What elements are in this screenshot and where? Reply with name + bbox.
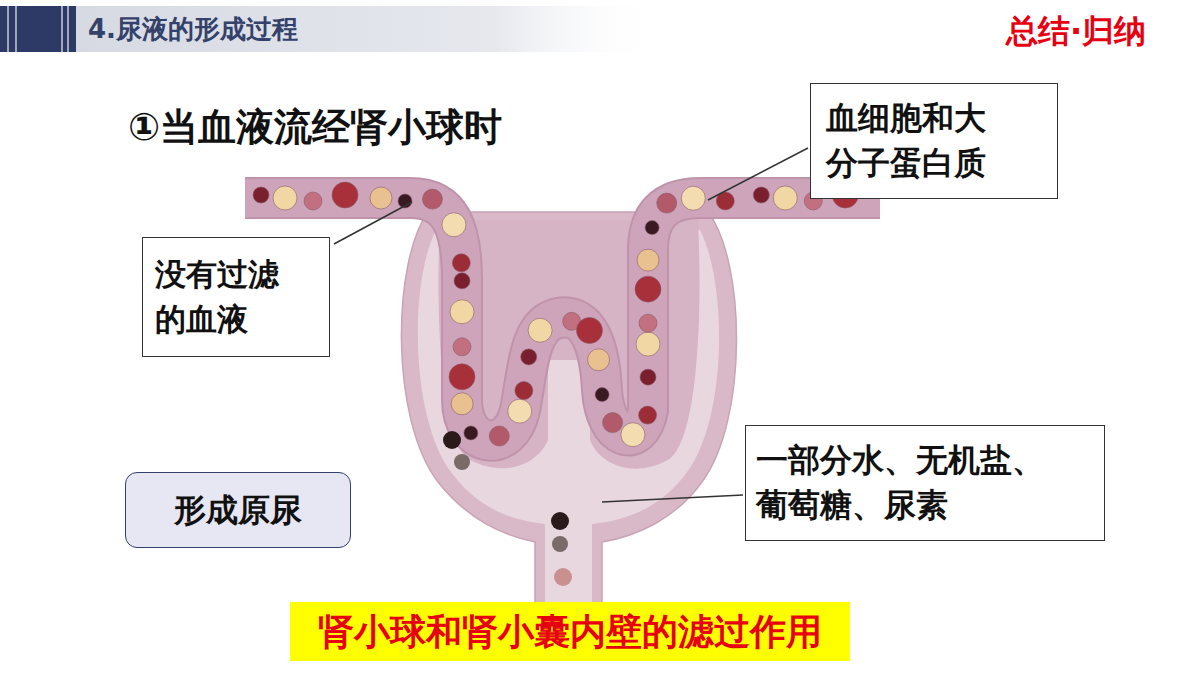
result-box: 形成原尿 <box>125 472 351 548</box>
blood-vessel <box>245 198 880 441</box>
header-block <box>0 6 76 52</box>
blood-cell <box>332 182 358 208</box>
callout-box: 血细胞和大分子蛋白质 <box>810 83 1058 199</box>
callout-box: 没有过滤的血液 <box>142 237 330 357</box>
blood-cell <box>528 318 552 342</box>
blood-cells <box>253 182 858 447</box>
blood-cell <box>639 314 657 332</box>
blood-cell <box>639 406 657 424</box>
header-stripes <box>8 6 68 52</box>
blood-cell <box>621 423 645 447</box>
blood-vessel-edge <box>245 198 880 441</box>
blood-cell <box>635 276 661 302</box>
blood-cell <box>453 338 471 356</box>
blood-cell <box>422 189 442 209</box>
blood-cell <box>442 213 466 237</box>
blood-cell <box>521 349 537 365</box>
section-tag: 总结·归纳 <box>1006 10 1146 54</box>
blood-cell <box>603 413 623 433</box>
blood-cell <box>489 426 509 446</box>
blood-cell <box>253 187 269 203</box>
blood-cell <box>588 349 610 371</box>
blood-cell <box>640 369 656 385</box>
blood-cell <box>595 388 609 402</box>
blood-cell <box>370 187 392 209</box>
blood-cell <box>451 393 473 415</box>
blood-cell <box>454 273 470 289</box>
blood-cell <box>657 193 677 213</box>
blood-cell <box>637 249 659 271</box>
box-text: 没有过滤的血液 <box>155 252 301 342</box>
blood-cell <box>515 382 533 400</box>
filtrate-particles <box>443 431 572 586</box>
callout-box: 一部分水、无机盐、葡萄糖、尿素 <box>745 425 1105 541</box>
subtitle: ①当血液流经肾小球时 <box>128 102 502 153</box>
blood-cell <box>464 426 478 440</box>
blood-cell <box>449 364 475 390</box>
blood-cell <box>681 186 705 210</box>
blood-cell <box>304 192 322 210</box>
blood-cell <box>450 300 474 324</box>
highlight-band: 肾小球和肾小囊内壁的滤过作用 <box>290 602 850 661</box>
blood-cell <box>773 186 797 210</box>
blood-cell <box>753 187 769 203</box>
slide-title: 4.尿液的形成过程 <box>88 12 298 47</box>
box-text: 一部分水、无机盐、葡萄糖、尿素 <box>756 438 1056 528</box>
box-text: 血细胞和大分子蛋白质 <box>826 96 1001 186</box>
blood-cell <box>636 332 660 356</box>
blood-cell <box>645 221 659 235</box>
leader-lines <box>334 148 808 502</box>
box-text: 形成原尿 <box>138 491 338 529</box>
blood-cell <box>576 317 602 343</box>
header-bar <box>0 6 660 52</box>
blood-cell <box>508 399 532 423</box>
blood-cell <box>273 186 297 210</box>
box-text: 肾小球和肾小囊内壁的滤过作用 <box>300 610 840 653</box>
blood-cell <box>452 254 470 272</box>
